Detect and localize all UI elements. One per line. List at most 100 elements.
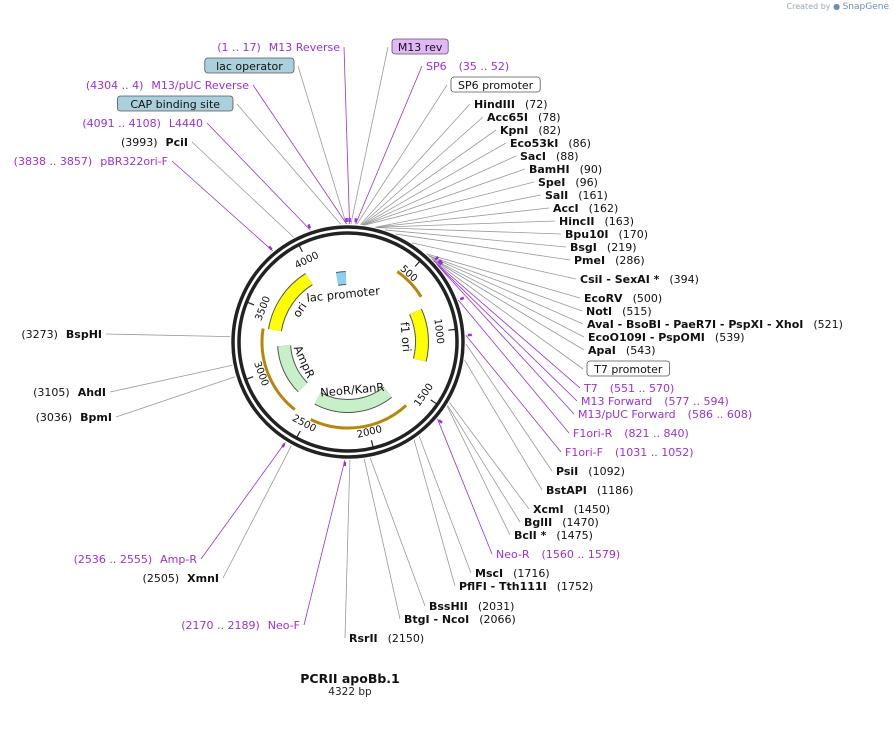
site-btgi-ncoi[interactable]: BtgI - NcoI(2066): [404, 613, 516, 626]
tick-label: 1000: [431, 318, 445, 345]
promoter-arrow: [310, 404, 408, 430]
enzyme-label: SalI(161): [545, 189, 608, 202]
site-psii[interactable]: PsiI(1092): [556, 465, 625, 478]
enzyme-label: Eco53kI(86): [510, 137, 591, 150]
site-eco53ki[interactable]: Eco53kI(86): [510, 137, 591, 150]
site-f1ori-r[interactable]: F1ori-R(821 .. 840): [573, 427, 689, 440]
enzyme-position: (3273): [21, 328, 58, 341]
feature-arrow-f1-ori[interactable]: [409, 309, 428, 362]
site-m13-rev[interactable]: M13 rev: [391, 38, 449, 55]
enzyme-label: SacI(88): [520, 150, 579, 163]
plasmid-backbone: [231, 225, 465, 459]
site-msci[interactable]: MscI(1716): [475, 567, 550, 580]
site-sp6[interactable]: SP6(35 .. 52): [426, 60, 509, 73]
leader-line: [464, 359, 543, 491]
site-f1ori-f[interactable]: F1ori-F(1031 .. 1052): [565, 446, 694, 459]
primer-range: (1560 .. 1579): [542, 548, 621, 561]
site-bsphi[interactable]: (3273)BspHI: [21, 328, 102, 341]
site-bpu10i[interactable]: Bpu10I(170): [565, 228, 648, 241]
leader-line: [361, 129, 497, 226]
site-hindiii[interactable]: HindIII(72): [474, 98, 548, 111]
enzyme-name: BglII: [524, 516, 552, 529]
enzyme-position: (539): [715, 331, 745, 344]
feature-arrow-lac-promoter[interactable]: [336, 272, 347, 285]
site-saci[interactable]: SacI(88): [520, 150, 579, 163]
site-amp-r[interactable]: (2536 .. 2555)Amp-R: [74, 553, 198, 566]
site-rsrii[interactable]: RsrII(2150): [349, 632, 424, 645]
site-acc65i[interactable]: Acc65I(78): [487, 111, 561, 124]
site-m13-reverse[interactable]: (1 .. 17)M13 Reverse: [217, 41, 340, 54]
enzyme-name: BclI *: [514, 529, 547, 542]
site-pflfi-tth111i[interactable]: PflFI - Tth111I(1752): [459, 580, 593, 593]
enzyme-name: SpeI: [538, 176, 565, 189]
site-ecorv[interactable]: EcoRV(500): [584, 292, 662, 305]
feature-arrow-ampr[interactable]: [278, 345, 308, 392]
enzyme-label: EcoO109I - PspOMI(539): [588, 331, 745, 344]
site-m13-puc-forward[interactable]: M13/pUC Forward(586 .. 608): [578, 408, 752, 421]
enzyme-label: NotI(515): [586, 305, 652, 318]
enzyme-position: (161): [578, 189, 608, 202]
site-bpmi[interactable]: (3036)BpmI: [36, 411, 112, 424]
leader-line: [206, 122, 311, 231]
feature-arrow-ori[interactable]: [269, 274, 313, 332]
leader-line: [437, 265, 575, 415]
plasmid-length: 4322 bp: [328, 686, 372, 698]
site-m13-puc-reverse[interactable]: (4304 .. 4)M13/pUC Reverse: [86, 79, 249, 92]
enzyme-label: BstAPI(1186): [546, 484, 633, 497]
primer-name: Amp-R: [160, 553, 197, 566]
leader-line: [413, 439, 456, 587]
site-pcii[interactable]: (3993)PciI: [121, 136, 188, 149]
site-kpni[interactable]: KpnI(82): [500, 124, 561, 137]
site-xmni[interactable]: (2505)XmnI: [143, 572, 219, 585]
enzyme-label: EcoRV(500): [584, 292, 662, 305]
leader-line: [362, 142, 507, 226]
site-bsgi[interactable]: BsgI(219): [570, 241, 637, 254]
site-t7-promoter[interactable]: T7 promoter: [586, 360, 670, 377]
enzyme-position: (219): [607, 241, 637, 254]
enzyme-label: BsgI(219): [570, 241, 637, 254]
site-l4440[interactable]: (4091 .. 4108)L4440: [82, 117, 203, 130]
site-bcli[interactable]: BclI * (1475): [514, 529, 593, 542]
site-ecoo109i-pspomi[interactable]: EcoO109I - PspOMI(539): [588, 331, 745, 344]
site-bglii[interactable]: BglII (1470): [524, 516, 599, 529]
enzyme-position: (2031): [478, 600, 515, 613]
site-sp6-promoter[interactable]: SP6 promoter: [450, 76, 541, 93]
site-cap-binding-site[interactable]: CAP binding site: [117, 95, 234, 112]
enzyme-position: (1475): [556, 529, 593, 542]
enzyme-position: (394): [669, 273, 699, 286]
site-xcmi[interactable]: XcmI(1450): [533, 503, 610, 516]
site-apai[interactable]: ApaI(543): [588, 344, 656, 357]
site-spei[interactable]: SpeI(96): [538, 176, 598, 189]
enzyme-position: (1470): [562, 516, 599, 529]
enzyme-label: CsiI - SexAI *(394): [580, 273, 699, 286]
site-noti[interactable]: NotI(515): [586, 305, 652, 318]
leader-line: [364, 181, 535, 226]
site-neo-r[interactable]: Neo-R(1560 .. 1579): [496, 548, 620, 561]
site-ahdi[interactable]: (3105)AhdI: [33, 386, 106, 399]
leader-line: [375, 220, 556, 228]
promoter-arrow: [396, 270, 423, 298]
primer-label: F1ori-F(1031 .. 1052): [565, 446, 694, 459]
site-bsshii[interactable]: BssHII(2031): [429, 600, 514, 613]
leader-line: [446, 405, 511, 536]
primer-name: F1ori-R: [573, 427, 613, 440]
site-hincii[interactable]: HincII(163): [559, 215, 634, 228]
site-acci[interactable]: AccI(162): [553, 202, 618, 215]
site-csii-sexai[interactable]: CsiI - SexAI *(394): [580, 273, 699, 286]
site-sali[interactable]: SalI(161): [545, 189, 608, 202]
feature-arrow-neor-kanr[interactable]: [314, 387, 392, 412]
site-m13-forward[interactable]: M13 Forward(577 .. 594): [581, 395, 729, 408]
site-pbr322ori-f[interactable]: (3838 .. 3857)pBR322ori-F: [14, 155, 168, 168]
site-pmei[interactable]: PmeI(286): [574, 254, 645, 267]
site-avai-bsobi-paer7i-pspxi-xhoi[interactable]: AvaI - BsoBI - PaeR7I - PspXI - XhoI(521…: [587, 318, 843, 331]
tick-mark: [414, 260, 421, 267]
leader-line: [428, 255, 584, 325]
site-bstapi[interactable]: BstAPI(1186): [546, 484, 633, 497]
site-t7[interactable]: T7(551 .. 570): [583, 382, 674, 395]
label-box: [450, 76, 541, 93]
site-lac-operator[interactable]: lac operator: [204, 57, 295, 74]
site-bamhi[interactable]: BamHI(90): [529, 163, 602, 176]
site-neo-f[interactable]: (2170 .. 2189)Neo-F: [181, 619, 300, 632]
leader-line: [343, 46, 350, 225]
enzyme-position: (543): [626, 344, 656, 357]
